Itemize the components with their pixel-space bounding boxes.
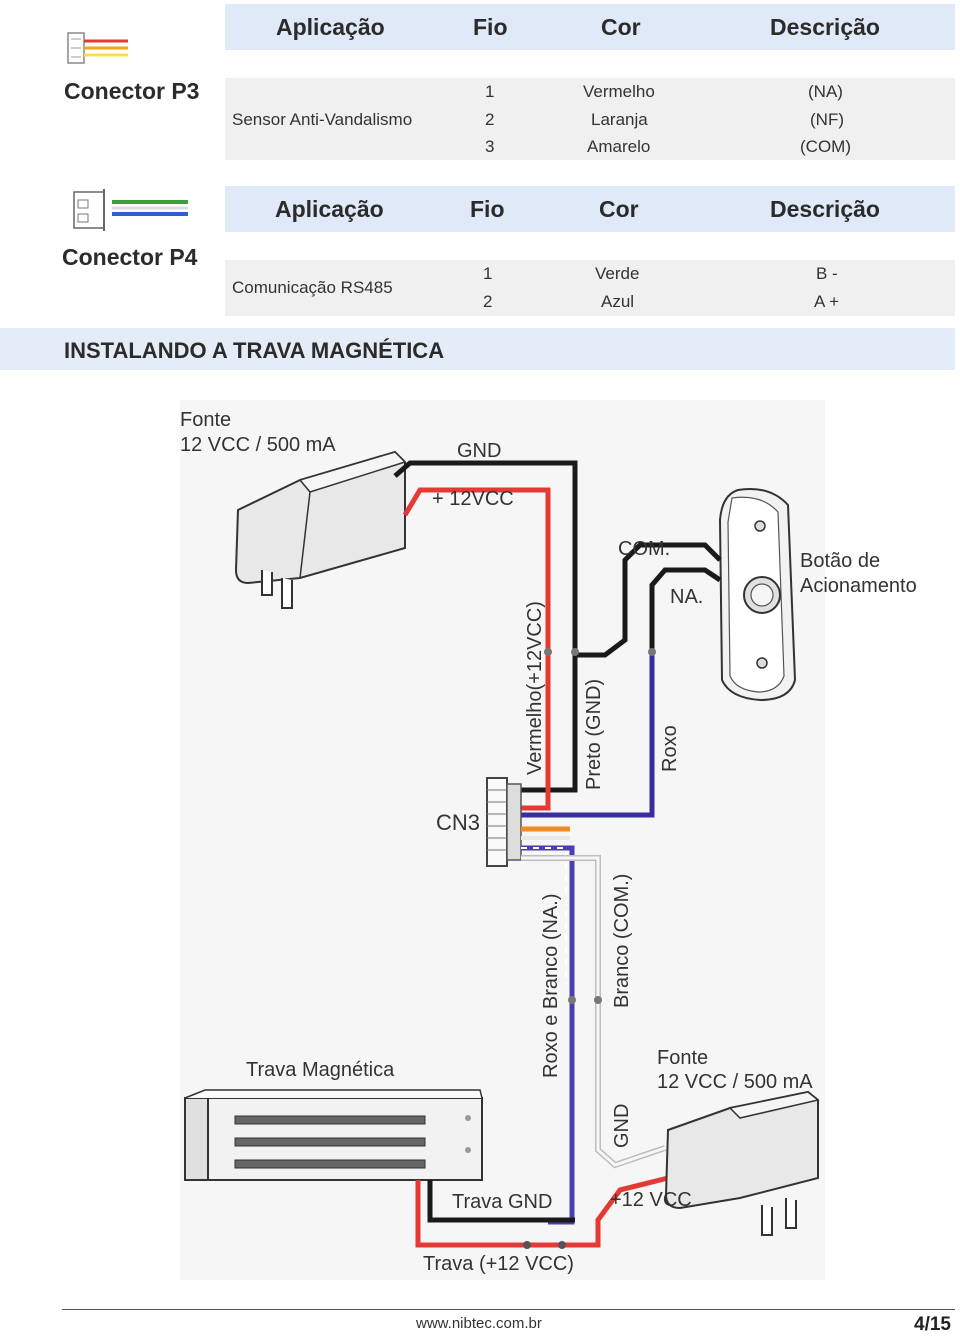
p3-color-2: Laranja xyxy=(591,110,648,129)
p4-application: Comunicação RS485 xyxy=(232,278,393,297)
header-fio: Fio xyxy=(473,14,508,40)
label-lock: Trava Magnética xyxy=(246,1059,395,1081)
p3-color-3: Amarelo xyxy=(587,137,651,156)
label-button-1: Botão de xyxy=(800,550,880,572)
section-title: INSTALANDO A TRAVA MAGNÉTICA xyxy=(64,338,445,363)
splice-black xyxy=(571,648,579,656)
label-lock-vcc: Trava (+12 VCC) xyxy=(423,1253,574,1275)
connector-p3-header xyxy=(225,4,955,50)
p3-wire-3: 3 xyxy=(485,137,495,156)
magnetic-lock xyxy=(184,1089,483,1181)
label-wire-purple-white: Roxo e Branco (NA.) xyxy=(540,893,562,1078)
push-button xyxy=(718,488,797,702)
label-wire-white: Branco (COM.) xyxy=(611,874,633,1008)
label-wire-red: Vermelho(+12VCC) xyxy=(524,601,546,775)
label-wire-black: Preto (GND) xyxy=(583,679,605,790)
wire-lock-vcc xyxy=(415,1172,681,1248)
p3-color-1: Vermelho xyxy=(583,82,655,101)
label-supply-top-1: Fonte xyxy=(180,409,231,431)
connector-p4-icon xyxy=(72,186,192,234)
connector-p3-icon xyxy=(66,30,132,66)
header-cor: Cor xyxy=(601,14,641,40)
label-vcc-bottom: +12 VCC xyxy=(610,1189,692,1211)
p3-desc-3: (COM) xyxy=(800,137,851,156)
footer-rule xyxy=(62,1309,955,1310)
p3-wire-1: 1 xyxy=(485,82,495,101)
splice-purple xyxy=(648,648,656,656)
label-gnd-top: GND xyxy=(457,440,501,462)
splice-red xyxy=(544,648,552,656)
label-cn3: CN3 xyxy=(436,810,480,835)
header-aplicacao: Aplicação xyxy=(276,14,385,40)
label-lock-gnd: Trava GND xyxy=(452,1191,552,1213)
cn3-connector xyxy=(486,777,570,867)
wire-purple xyxy=(520,650,655,818)
p4-wire-1: 1 xyxy=(483,264,493,283)
splice-purple-white xyxy=(568,996,576,1004)
page-number: 4/15 xyxy=(914,1314,951,1335)
p4-header-cor: Cor xyxy=(599,196,639,222)
wire-na xyxy=(649,567,722,650)
wire-gnd-top xyxy=(393,460,578,793)
label-na: NA. xyxy=(670,586,703,608)
label-supply-bottom-1: Fonte xyxy=(657,1047,708,1069)
wire-vcc-top xyxy=(402,487,551,811)
p4-header-descricao: Descrição xyxy=(770,196,880,222)
footer-url[interactable]: www.nibtec.com.br xyxy=(416,1315,542,1332)
connector-p4-header xyxy=(225,186,955,232)
header-descricao: Descrição xyxy=(770,14,880,40)
splice-white xyxy=(594,996,602,1004)
p4-header-fio: Fio xyxy=(470,196,505,222)
p4-color-1: Verde xyxy=(595,264,640,283)
p4-desc-1: B - xyxy=(816,264,838,283)
p4-color-2: Azul xyxy=(601,292,635,311)
label-vcc-top: + 12VCC xyxy=(432,488,514,510)
label-wire-purple: Roxo xyxy=(659,725,681,772)
connector-p4-label: Conector P4 xyxy=(62,244,198,270)
p3-desc-2: (NF) xyxy=(810,110,844,129)
top-power-supply xyxy=(234,450,407,609)
connector-p3-label: Conector P3 xyxy=(64,78,200,104)
label-gnd-bottom: GND xyxy=(611,1104,633,1148)
label-supply-bottom-2: 12 VCC / 500 mA xyxy=(657,1071,813,1093)
section-title-band xyxy=(0,328,955,370)
p4-desc-2: A + xyxy=(814,292,840,311)
label-supply-top-2: 12 VCC / 500 mA xyxy=(180,434,336,456)
connector-p3-body xyxy=(225,78,955,160)
wire-lock-gnd xyxy=(427,1180,575,1223)
label-button-2: Acionamento xyxy=(800,575,917,597)
p3-desc-1: (NA) xyxy=(808,82,843,101)
p4-wire-2: 2 xyxy=(483,292,493,311)
p3-wire-2: 2 xyxy=(485,110,495,129)
p3-application: Sensor Anti-Vandalismo xyxy=(232,110,413,129)
p4-header-aplicacao: Aplicação xyxy=(275,196,384,222)
bottom-power-supply xyxy=(664,1090,820,1236)
wire-com xyxy=(575,542,722,658)
label-com: COM. xyxy=(618,538,670,560)
connector-p4-body xyxy=(225,260,955,316)
